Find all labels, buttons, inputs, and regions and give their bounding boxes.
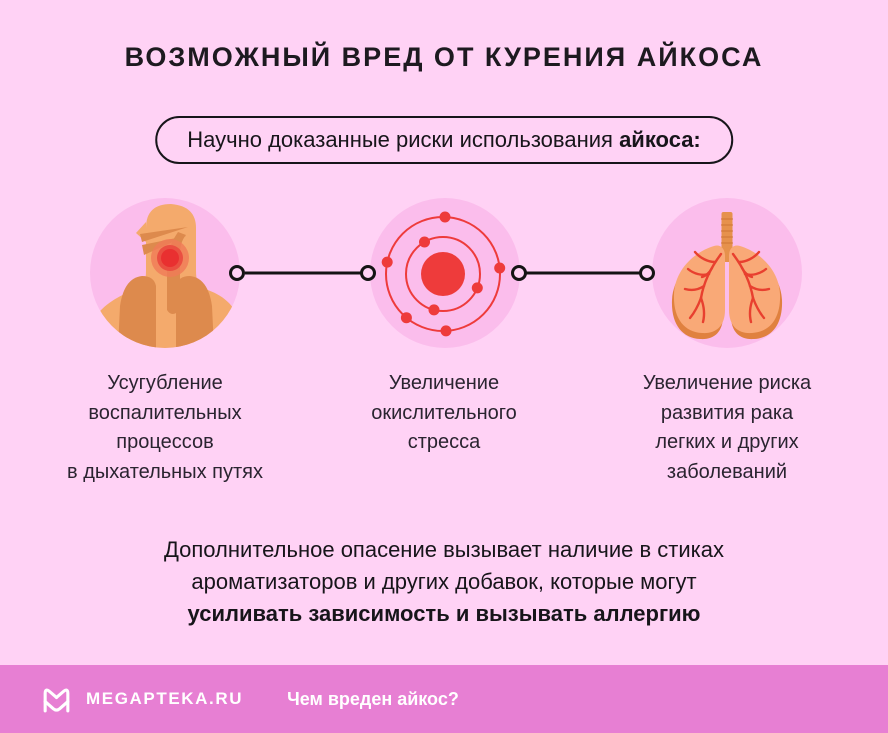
megapteka-logo: [43, 688, 70, 712]
risk-caption-lung-cancer: Увеличение риска развития рака легких и …: [642, 372, 812, 483]
risk-item-lung-cancer: [652, 198, 802, 348]
subtitle-pill: Научно доказанные риски использования ай…: [155, 116, 733, 164]
footer-question: Чем вреден айкос?: [287, 688, 459, 709]
risk-caption-oxidative-stress: Увеличение окислительного стресса: [371, 372, 517, 453]
footer-brand: MEGAPTEKA.RU: [86, 689, 244, 708]
additional-note: Дополнительное опасение вызывает наличие…: [0, 534, 888, 630]
atom-icon: [381, 211, 506, 337]
risk-item-inflammation: [90, 198, 240, 348]
page-title: ВОЗМОЖНЫЙ ВРЕД ОТ КУРЕНИЯ АЙКОСА: [124, 42, 764, 72]
footer-bar: MEGAPTEKA.RU Чем вреден айкос?: [0, 665, 888, 733]
note-text: Дополнительное опасение вызывает наличие…: [164, 537, 724, 594]
note-bold-text: усиливать зависимость и вызывать аллерги…: [187, 601, 701, 626]
throat-inflammation-icon: [90, 204, 240, 348]
subtitle-text: Научно доказанные риски использования: [187, 127, 613, 152]
risk-caption-inflammation: Усугубление воспалительных процессов в д…: [67, 372, 263, 483]
lungs-icon: [671, 212, 783, 340]
risk-item-oxidative-stress: [370, 198, 520, 348]
subtitle-bold-text: айкоса:: [619, 127, 701, 152]
